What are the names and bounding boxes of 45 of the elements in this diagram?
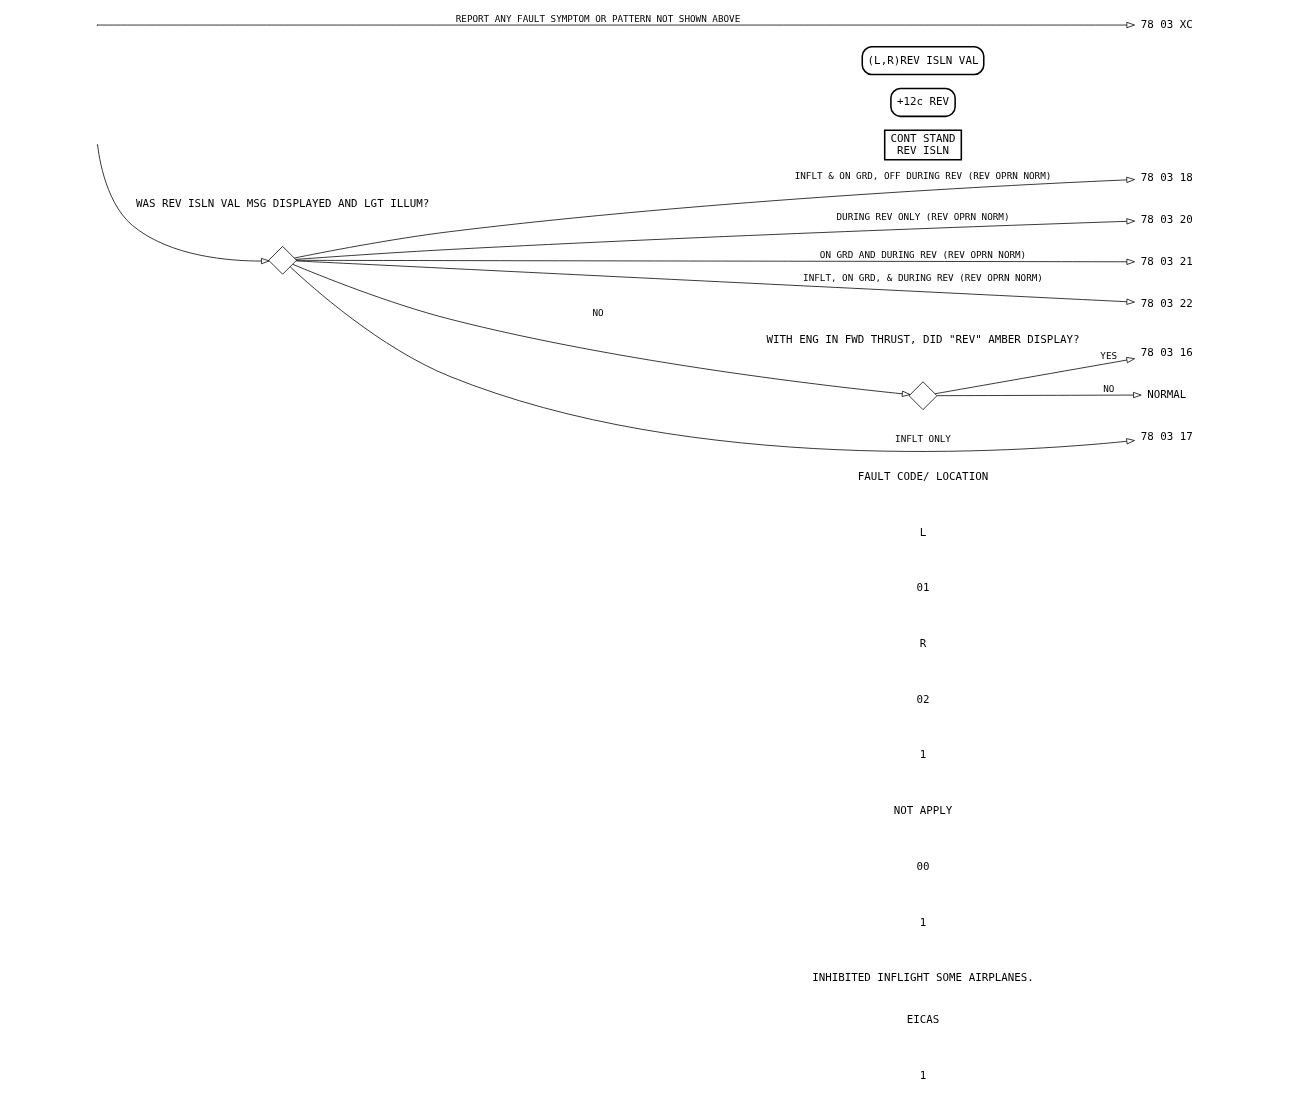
- edge-label: NO: [592, 307, 604, 319]
- node-diamond: [908, 381, 938, 411]
- edge-label: INFLT & ON GRD, OFF DURING REV (REV OPRN NORM): [794, 169, 1052, 181]
- label: L: [919, 525, 927, 539]
- label: 1: [919, 748, 927, 762]
- arrow: [97, 21, 1135, 29]
- edge-label: DURING REV ONLY (REV OPRN NORM): [836, 210, 1010, 222]
- node-text: NORMAL: [1147, 387, 1187, 401]
- label: 02: [916, 692, 930, 706]
- edge-label: INFLT ONLY: [895, 432, 951, 444]
- label: 1: [919, 1068, 927, 1082]
- node-box: +12c REV: [890, 87, 956, 118]
- arrow: [936, 391, 1142, 399]
- label: NOT APPLY: [893, 804, 953, 818]
- node-text: 78 03 16: [1140, 346, 1193, 360]
- label: R: [919, 637, 927, 651]
- node-text: 78 03 17: [1140, 429, 1193, 443]
- node-box: CONT STAND REV ISLN: [883, 129, 963, 161]
- label: 1: [919, 915, 927, 929]
- arrow: [97, 144, 270, 265]
- edge-label: NO: [1103, 383, 1115, 395]
- arrow: [934, 357, 1135, 395]
- node-box: (L,R)REV ISLN VAL: [861, 45, 985, 76]
- edge-label: INFLT, ON GRD, & DURING REV (REV OPRN NORM): [803, 271, 1043, 283]
- label: FAULT CODE/ LOCATION: [857, 469, 989, 483]
- arrow: [292, 264, 911, 397]
- node-diamond: [268, 246, 297, 275]
- edge-label: REPORT ANY FAULT SYMPTOM OR PATTERN NOT SHOWN ABOVE: [455, 13, 741, 25]
- node-text: 78 03 XC: [1140, 17, 1193, 31]
- label: 00: [916, 859, 930, 873]
- edge-label: ON GRD AND DURING REV (REV OPRN NORM): [819, 249, 1027, 261]
- node-label: WAS REV ISLN VAL MSG DISPLAYED AND LGT ILLUM?: [135, 197, 430, 211]
- node-text: 78 03 22: [1140, 296, 1193, 310]
- arrow: [294, 176, 1135, 259]
- arrow: [295, 218, 1135, 260]
- label: 01: [916, 581, 930, 595]
- arrow: [295, 260, 1135, 305]
- node-text: 78 03 18: [1140, 171, 1193, 185]
- node-text: 78 03 20: [1140, 212, 1193, 226]
- label: INHIBITED INFLIGHT SOME AIRPLANES.: [812, 971, 1034, 985]
- node-text: 78 03 21: [1140, 254, 1193, 268]
- label: EICAS: [906, 1013, 940, 1027]
- edge-label: YES: [1100, 350, 1118, 362]
- arrow: [289, 266, 1135, 452]
- node-label: WITH ENG IN FWD THRUST, DID "REV" AMBER DISPLAY?: [766, 332, 1080, 346]
